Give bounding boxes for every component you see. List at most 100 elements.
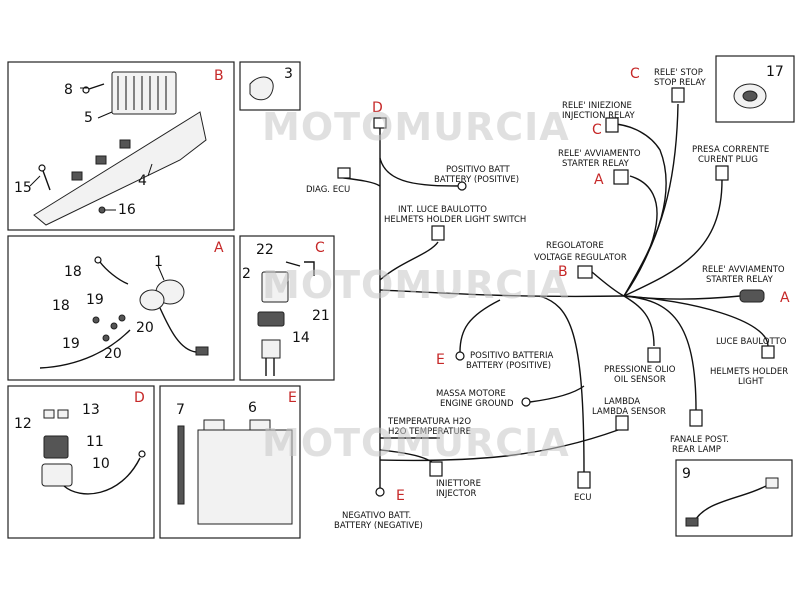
terminal-positive-e <box>455 351 465 361</box>
connector-diag-ecu <box>337 167 351 179</box>
part-number-5: 5 <box>84 110 93 126</box>
panel-c: C 22 2 21 14 <box>239 235 335 381</box>
label-neg-1: NEGATIVO BATT. <box>342 511 411 521</box>
connector-injection-relay <box>605 117 619 133</box>
part-number-7: 7 <box>176 402 185 418</box>
label-rele-avv-r-1: RELE' AVVIAMENTO <box>702 265 785 275</box>
relay-2-part <box>261 271 289 303</box>
label-diag-ecu: DIAG. ECU <box>306 185 350 195</box>
strap-7-part <box>177 425 185 505</box>
watermark-top: MOTOMURCIA <box>262 105 570 149</box>
panel-b-frame <box>7 61 235 231</box>
holder-10-part <box>41 463 73 487</box>
connector-starter-relay <box>613 169 629 185</box>
terminal-positive-top <box>457 181 467 191</box>
label-rele-avv-r-2: STARTER RELAY <box>706 275 774 285</box>
part-number-10: 10 <box>92 456 110 472</box>
connector-d-top <box>373 117 387 129</box>
part-number-22: 22 <box>256 242 274 258</box>
screw-15-part <box>38 164 51 191</box>
panel-d-frame <box>7 385 155 539</box>
panel-9: 9 <box>675 459 793 537</box>
terminal-engine-ground <box>521 397 531 407</box>
panel-a: A 1 18 19 18 20 19 20 <box>7 235 235 381</box>
letter-a-start: A <box>594 172 604 188</box>
label-pos-batteria-1: POSITIVO BATTERIA <box>470 351 553 361</box>
label-pos-batt-2: BATTERY (POSITIVE) <box>434 175 519 185</box>
label-pos-batteria-2: BATTERY (POSITIVE) <box>466 361 551 371</box>
connector-stop-relay <box>671 87 685 103</box>
label-lambda-2: LAMBDA SENSOR <box>592 407 666 417</box>
part-number-18-top: 18 <box>64 264 82 280</box>
connector-lambda <box>615 415 629 431</box>
harness-labels: D DIAG. ECU POSITIVO BATT BATTERY (POSIT… <box>306 66 790 531</box>
part-number-19-bottom: 19 <box>62 336 80 352</box>
part-number-2: 2 <box>242 266 251 282</box>
label-rele-inj-2: INJECTION RELAY <box>562 111 635 121</box>
fuse-12-part <box>43 409 55 419</box>
label-ecu: ECU <box>574 493 592 503</box>
panel-e: E 7 6 <box>159 385 301 539</box>
part-number-11: 11 <box>86 434 104 450</box>
panel-d: D 12 13 11 10 <box>7 385 155 539</box>
panel-3-frame <box>239 61 301 111</box>
cable-20-part <box>39 329 131 369</box>
letter-c-stop: C <box>630 66 640 82</box>
label-fanale-2: REAR LAMP <box>672 445 721 455</box>
connector-ecu <box>577 471 591 489</box>
label-fanale-1: FANALE POST. <box>670 435 729 445</box>
cable-9-part <box>693 483 771 523</box>
label-regolatore-1: REGOLATORE <box>546 241 604 251</box>
panel-e-letter: E <box>288 390 297 406</box>
panel-a-letter: A <box>214 240 224 256</box>
letter-c-inj: C <box>592 122 602 138</box>
part-number-12: 12 <box>14 416 32 432</box>
panel-b-letter: B <box>214 68 224 84</box>
part-number-14: 14 <box>292 330 310 346</box>
part-number-6: 6 <box>248 400 257 416</box>
part-number-9: 9 <box>682 466 691 482</box>
panel-3: 3 <box>239 61 301 111</box>
label-iniettore-1: INIETTORE <box>436 479 481 489</box>
part-number-4: 4 <box>138 173 147 189</box>
connector-14-part <box>261 339 281 359</box>
letter-b-reg: B <box>558 264 568 280</box>
panel-c-letter: C <box>315 240 325 256</box>
letter-e-neg: E <box>396 488 405 504</box>
connector-helmets-light <box>761 345 775 359</box>
clip-3-part <box>249 76 274 101</box>
terminal-negative-e <box>375 487 385 497</box>
label-rele-avv-1: RELE' AVVIAMENTO <box>558 149 641 159</box>
relay-14-part <box>257 311 285 327</box>
panel-b: B 8 5 <box>7 61 235 231</box>
panel-e-frame <box>159 385 301 539</box>
part-number-18-bottom: 18 <box>52 298 70 314</box>
label-luce-baul-3: LIGHT <box>738 377 764 387</box>
connector-rear-lamp <box>689 409 703 427</box>
label-neg-2: BATTERY (NEGATIVE) <box>334 521 423 531</box>
label-lambda-1: LAMBDA <box>604 397 640 407</box>
fuse-13-part <box>57 409 69 419</box>
battery-6-part <box>197 419 293 525</box>
part-number-21: 21 <box>312 308 330 324</box>
letter-e-pos: E <box>436 352 445 368</box>
voltage-regulator-part <box>111 71 177 115</box>
label-pos-batt-1: POSITIVO BATT <box>446 165 511 175</box>
cable-18-part <box>99 261 129 285</box>
part-number-20-bottom: 20 <box>104 346 122 362</box>
cable-10-part <box>63 457 141 495</box>
label-iniettore-2: INJECTOR <box>436 489 477 499</box>
label-massa-2: ENGINE GROUND <box>440 399 514 409</box>
part-number-19-top: 19 <box>86 292 104 308</box>
main-harness <box>337 87 775 497</box>
label-temp-1: TEMPERATURA H2O <box>387 417 471 427</box>
label-int-luce-1: INT. LUCE BAULOTTO <box>398 205 487 215</box>
label-presa-1: PRESA CORRENTE <box>692 145 769 155</box>
part-number-16: 16 <box>118 202 136 218</box>
harness-main-branch <box>379 289 625 298</box>
label-pressione-2: OIL SENSOR <box>614 375 666 385</box>
part-number-17: 17 <box>766 64 784 80</box>
letter-d-top: D <box>372 100 383 116</box>
part-number-3: 3 <box>284 66 293 82</box>
